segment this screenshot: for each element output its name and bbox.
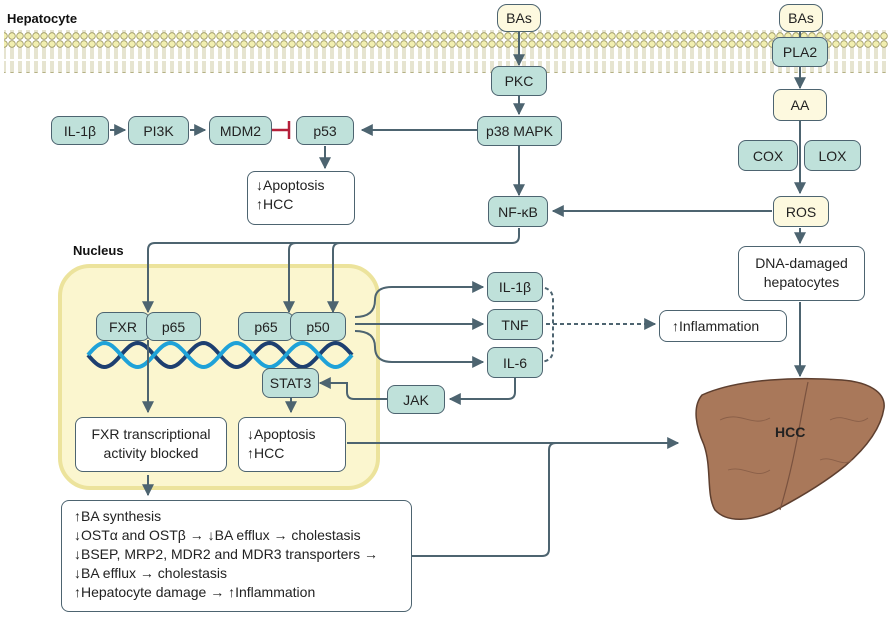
node-il1b-top: IL-1β	[51, 116, 109, 145]
arrow-nfkb-fxr	[142, 228, 520, 314]
node-il1b-out: IL-1β	[487, 272, 543, 302]
fxr-blocked-line-2: activity blocked	[103, 445, 199, 461]
box-fxr-blocked: FXR transcriptional activity blocked	[75, 417, 227, 472]
node-jak: JAK	[387, 385, 445, 414]
node-nfkb: NF-κB	[488, 196, 548, 227]
box-dna-damaged: DNA-damaged hepatocytes	[738, 246, 865, 301]
outcome-line-2: ↓OSTα and OSTβ → ↓BA efflux → cholestasi…	[74, 527, 361, 543]
node-lox: LOX	[804, 140, 861, 171]
outcome-line-4: ↓BA efflux → cholestasis	[74, 565, 228, 581]
dotted-cytokine-link	[537, 286, 554, 363]
dna-damaged-line-1: DNA-damaged	[755, 255, 848, 271]
arrow-nfkb-p65	[283, 242, 297, 314]
node-pi3k: PI3K	[128, 116, 189, 145]
node-p53: p53	[296, 116, 354, 145]
node-tnf: TNF	[487, 309, 543, 340]
node-pkc: PKC	[491, 66, 547, 96]
outcome-line-1: ↑BA synthesis	[74, 508, 162, 524]
cell-membrane	[4, 30, 888, 73]
liver-hcc-icon	[695, 377, 885, 520]
node-p38-mapk: p38 MAPK	[477, 116, 562, 146]
node-stat3: STAT3	[262, 368, 319, 398]
liver-vein-line	[719, 416, 869, 474]
box-inflammation: ↑Inflammation	[659, 310, 787, 342]
apoptosis-top-line-1: ↓Apoptosis	[256, 177, 325, 193]
node-bas-left: BAs	[497, 4, 541, 32]
arrow-outcomes-hcc	[412, 442, 557, 557]
hepatocyte-label: Hepatocyte	[7, 11, 78, 26]
box-outcomes: ↑BA synthesis ↓OSTα and OSTβ → ↓BA efflu…	[61, 500, 412, 612]
node-ros: ROS	[773, 196, 829, 227]
node-p50: p50	[290, 312, 346, 341]
node-p65-a: p65	[146, 312, 201, 341]
outcome-line-5: ↑Hepatocyte damage → ↑Inflammation	[74, 584, 316, 600]
arrow-nfkb-p50	[327, 242, 341, 314]
arrow-p50-il1b	[354, 281, 485, 318]
apoptosis-nucleus-line-2: ↑HCC	[247, 445, 285, 461]
apoptosis-top-line-2: ↑HCC	[256, 196, 294, 212]
box-apoptosis-nucleus: ↓Apoptosis ↑HCC	[238, 417, 346, 472]
nucleus-label: Nucleus	[73, 243, 124, 258]
inhibit-mdm2-p53	[272, 121, 291, 139]
node-cox: COX	[738, 140, 798, 171]
arrow-il6-jak	[448, 378, 516, 405]
node-bas-right: BAs	[779, 4, 823, 32]
fxr-blocked-line-1: FXR transcriptional	[91, 426, 211, 442]
arrow-p50-il6	[354, 330, 485, 368]
dna-strand-light	[86, 340, 354, 370]
node-p65-b: p65	[238, 312, 294, 341]
box-apoptosis-top: ↓Apoptosis ↑HCC	[247, 171, 355, 225]
outcome-line-3: ↓BSEP, MRP2, MDR2 and MDR3 transporters …	[74, 546, 378, 562]
arrow-jak-stat3	[318, 377, 387, 400]
node-aa: AA	[773, 89, 827, 121]
dna-damaged-line-2: hepatocytes	[763, 274, 840, 290]
node-fxr: FXR	[96, 312, 150, 341]
apoptosis-nucleus-line-1: ↓Apoptosis	[247, 426, 316, 442]
node-il6: IL-6	[487, 347, 543, 378]
hcc-organ-label: HCC	[775, 424, 806, 440]
node-mdm2: MDM2	[209, 116, 272, 145]
node-pla2: PLA2	[772, 37, 828, 67]
liver-lobe-line	[779, 381, 809, 511]
